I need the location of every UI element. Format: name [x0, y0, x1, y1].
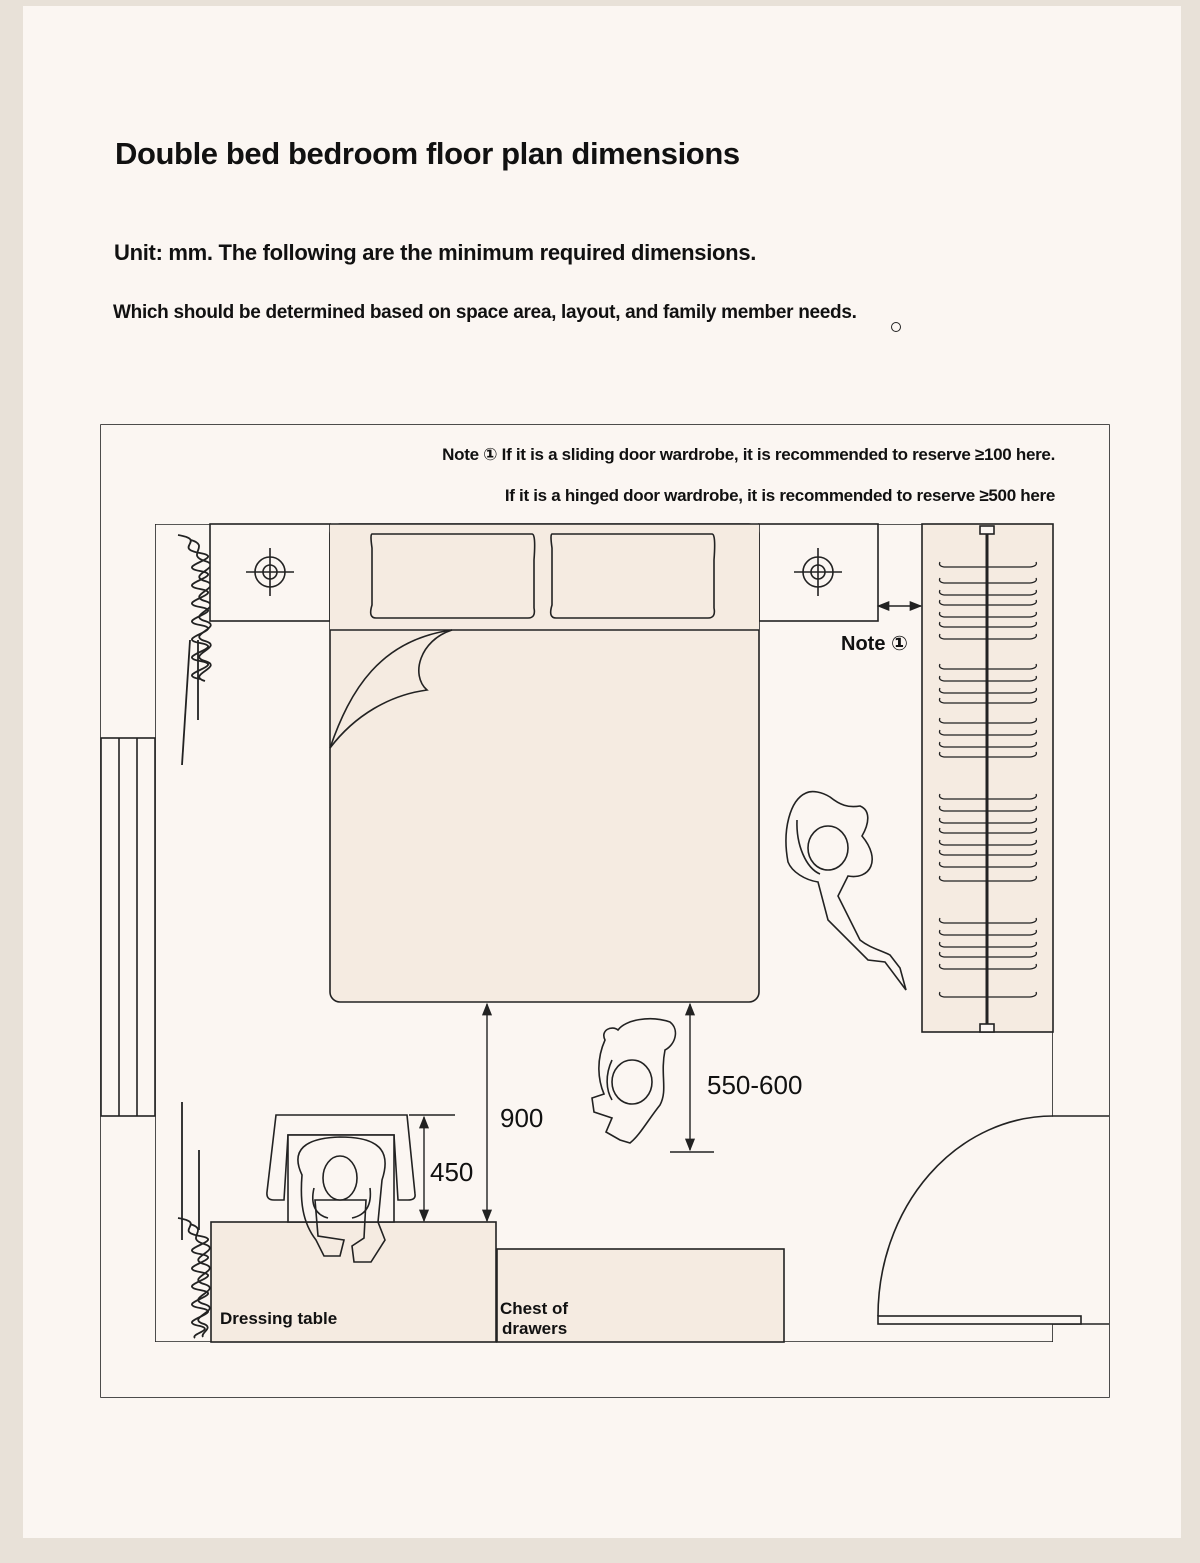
- hanger: [938, 805, 1038, 812]
- curtain-bottom: [177, 1102, 211, 1339]
- hanger: [938, 751, 1038, 758]
- note-marker: Note ①: [841, 633, 908, 655]
- hanger: [938, 577, 1038, 584]
- chest-label-line-1: Chest of: [500, 1299, 568, 1318]
- bed: [329, 523, 760, 1003]
- hanger: [938, 849, 1038, 856]
- unit-note: Unit: mm. The following are the minimum …: [114, 240, 757, 265]
- hanger: [938, 951, 1038, 958]
- page-title: Double bed bedroom floor plan dimensions: [115, 136, 740, 171]
- dimension-900: 900: [500, 1103, 543, 1133]
- dressing-table-label: Dressing table: [220, 1309, 337, 1328]
- detail-note: Which should be determined based on spac…: [113, 302, 857, 323]
- stray-dot: [891, 322, 901, 332]
- hanger: [938, 687, 1038, 694]
- hanger: [938, 589, 1038, 596]
- seated-person-icon: [297, 1136, 386, 1263]
- hanger: [938, 875, 1038, 882]
- dimension-550-600: 550-600: [707, 1070, 802, 1100]
- person-walking-icon: [591, 1018, 677, 1144]
- dressing-table: [210, 1221, 497, 1343]
- window: [100, 737, 156, 1117]
- chest-of-drawers: [496, 1248, 785, 1343]
- hanger: [938, 793, 1038, 800]
- hanger: [938, 817, 1038, 824]
- note-line-2: If it is a hinged door wardrobe, it is r…: [505, 486, 1055, 505]
- chest-label-line-2: drawers: [502, 1319, 567, 1338]
- hanger: [938, 621, 1038, 628]
- hanger: [938, 861, 1038, 868]
- nightstand-right: [758, 523, 879, 622]
- hanger: [938, 675, 1038, 682]
- hanger: [938, 561, 1038, 568]
- hanger: [938, 741, 1038, 748]
- hanger: [938, 729, 1038, 736]
- hanger: [938, 827, 1038, 834]
- hanger: [938, 717, 1038, 724]
- note-line-1: Note ① If it is a sliding door wardrobe,…: [442, 445, 1055, 464]
- hanger: [938, 917, 1038, 924]
- hanger: [938, 663, 1038, 670]
- hanger: [938, 633, 1038, 640]
- hanger: [938, 929, 1038, 936]
- person-standing-icon: [785, 790, 907, 991]
- dimension-450: 450: [430, 1157, 473, 1187]
- hanger: [938, 963, 1038, 970]
- hanger: [938, 611, 1038, 618]
- hanger: [938, 839, 1038, 846]
- nightstand-left: [209, 523, 331, 622]
- hangers: [938, 561, 1038, 998]
- door: [877, 1115, 1109, 1325]
- hanger: [938, 599, 1038, 606]
- wall-band: [101, 425, 1109, 1397]
- dimension-marks: [409, 600, 923, 1223]
- hanger: [938, 991, 1038, 998]
- hanger: [938, 697, 1038, 704]
- hanger: [938, 941, 1038, 948]
